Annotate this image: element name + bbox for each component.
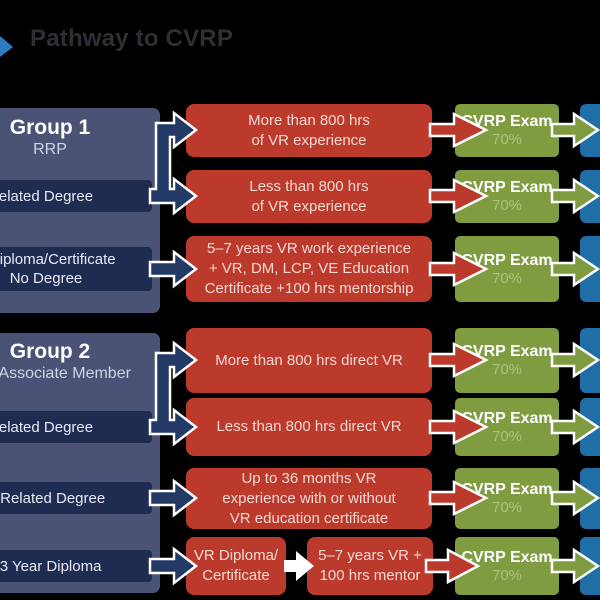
group-2-title: Group 2 [9,340,91,363]
group-1-header: Group 1 RRP [0,116,160,159]
requirement-box-row4: More than 800 hrs direct VR [186,328,432,393]
group-1-title: Group 1 [9,116,91,139]
exam-pass-rate: 70% [491,269,523,287]
exam-label: CVRP Exam [461,179,553,196]
outcome-box-row1 [580,104,600,157]
cvrp-exam-box-row3: CVRP Exam 70% [455,236,559,302]
requirement-box-row2: Less than 800 hrs of VR experience [186,170,432,223]
outcome-box-row7 [580,537,600,595]
cvrp-exam-box-row6: CVRP Exam 70% [455,468,559,529]
exam-label: CVRP Exam [461,481,553,498]
requirement-box-row7-mentor: 5–7 years VR + 100 hrs mentor [307,537,433,595]
group-2-box: Group 2 SS, Associate Member elated Degr… [0,333,160,593]
credential-bar-diploma-certificate-no-degree: d Diploma/Certificate No Degree [0,247,152,291]
credential-bar-related-degree-2: elated Degree [0,411,152,443]
outcome-box-row5 [580,398,600,456]
outcome-box-row4 [580,328,600,393]
exam-label: CVRP Exam [461,409,553,427]
exam-label: CVRP Exam [461,251,553,269]
requirement-box-row5: Less than 800 hrs direct VR [186,398,432,456]
requirement-box-row7-diploma: VR Diploma/ Certificate [186,537,286,595]
outcome-box-row3 [580,236,600,302]
outcome-box-row2 [580,170,600,223]
exam-label: CVRP Exam [461,113,553,130]
exam-pass-rate: 70% [491,427,523,445]
exam-pass-rate: 70% [491,361,523,378]
cvrp-exam-box-row5: CVRP Exam 70% [455,398,559,456]
group-1-subtitle: RRP [33,141,67,158]
group-1-box: Group 1 RRP elated Degree d Diploma/Cert… [0,108,160,313]
requirement-box-row3: 5–7 years VR work experience + VR, DM, L… [186,236,432,302]
outcome-box-row6 [580,468,600,529]
exam-label: CVRP Exam [461,343,553,360]
cvrp-exam-box-row4: CVRP Exam 70% [455,328,559,393]
group-2-subtitle: SS, Associate Member [0,365,131,382]
credential-bar-related-degree: elated Degree [0,180,152,212]
cvrp-exam-box-row1: CVRP Exam 70% [455,104,559,157]
requirement-box-row1: More than 800 hrs of VR experience [186,104,432,157]
logo-triangle-icon [0,36,13,57]
exam-pass-rate: 70% [491,566,523,584]
credential-bar-non-related-degree: n-Related Degree [0,482,152,514]
page-title: Pathway to CVRP [30,25,234,52]
exam-pass-rate: 70% [491,197,523,214]
credential-bar-3-year-diploma: r 3 Year Diploma [0,550,152,582]
cvrp-exam-box-row7: CVRP Exam 70% [455,537,559,595]
exam-pass-rate: 70% [491,499,523,516]
requirement-box-row6: Up to 36 months VR experience with or wi… [186,468,432,529]
cvrp-exam-box-row2: CVRP Exam 70% [455,170,559,223]
exam-label: CVRP Exam [461,548,553,566]
exam-pass-rate: 70% [491,131,523,148]
group-2-header: Group 2 SS, Associate Member [0,340,160,383]
